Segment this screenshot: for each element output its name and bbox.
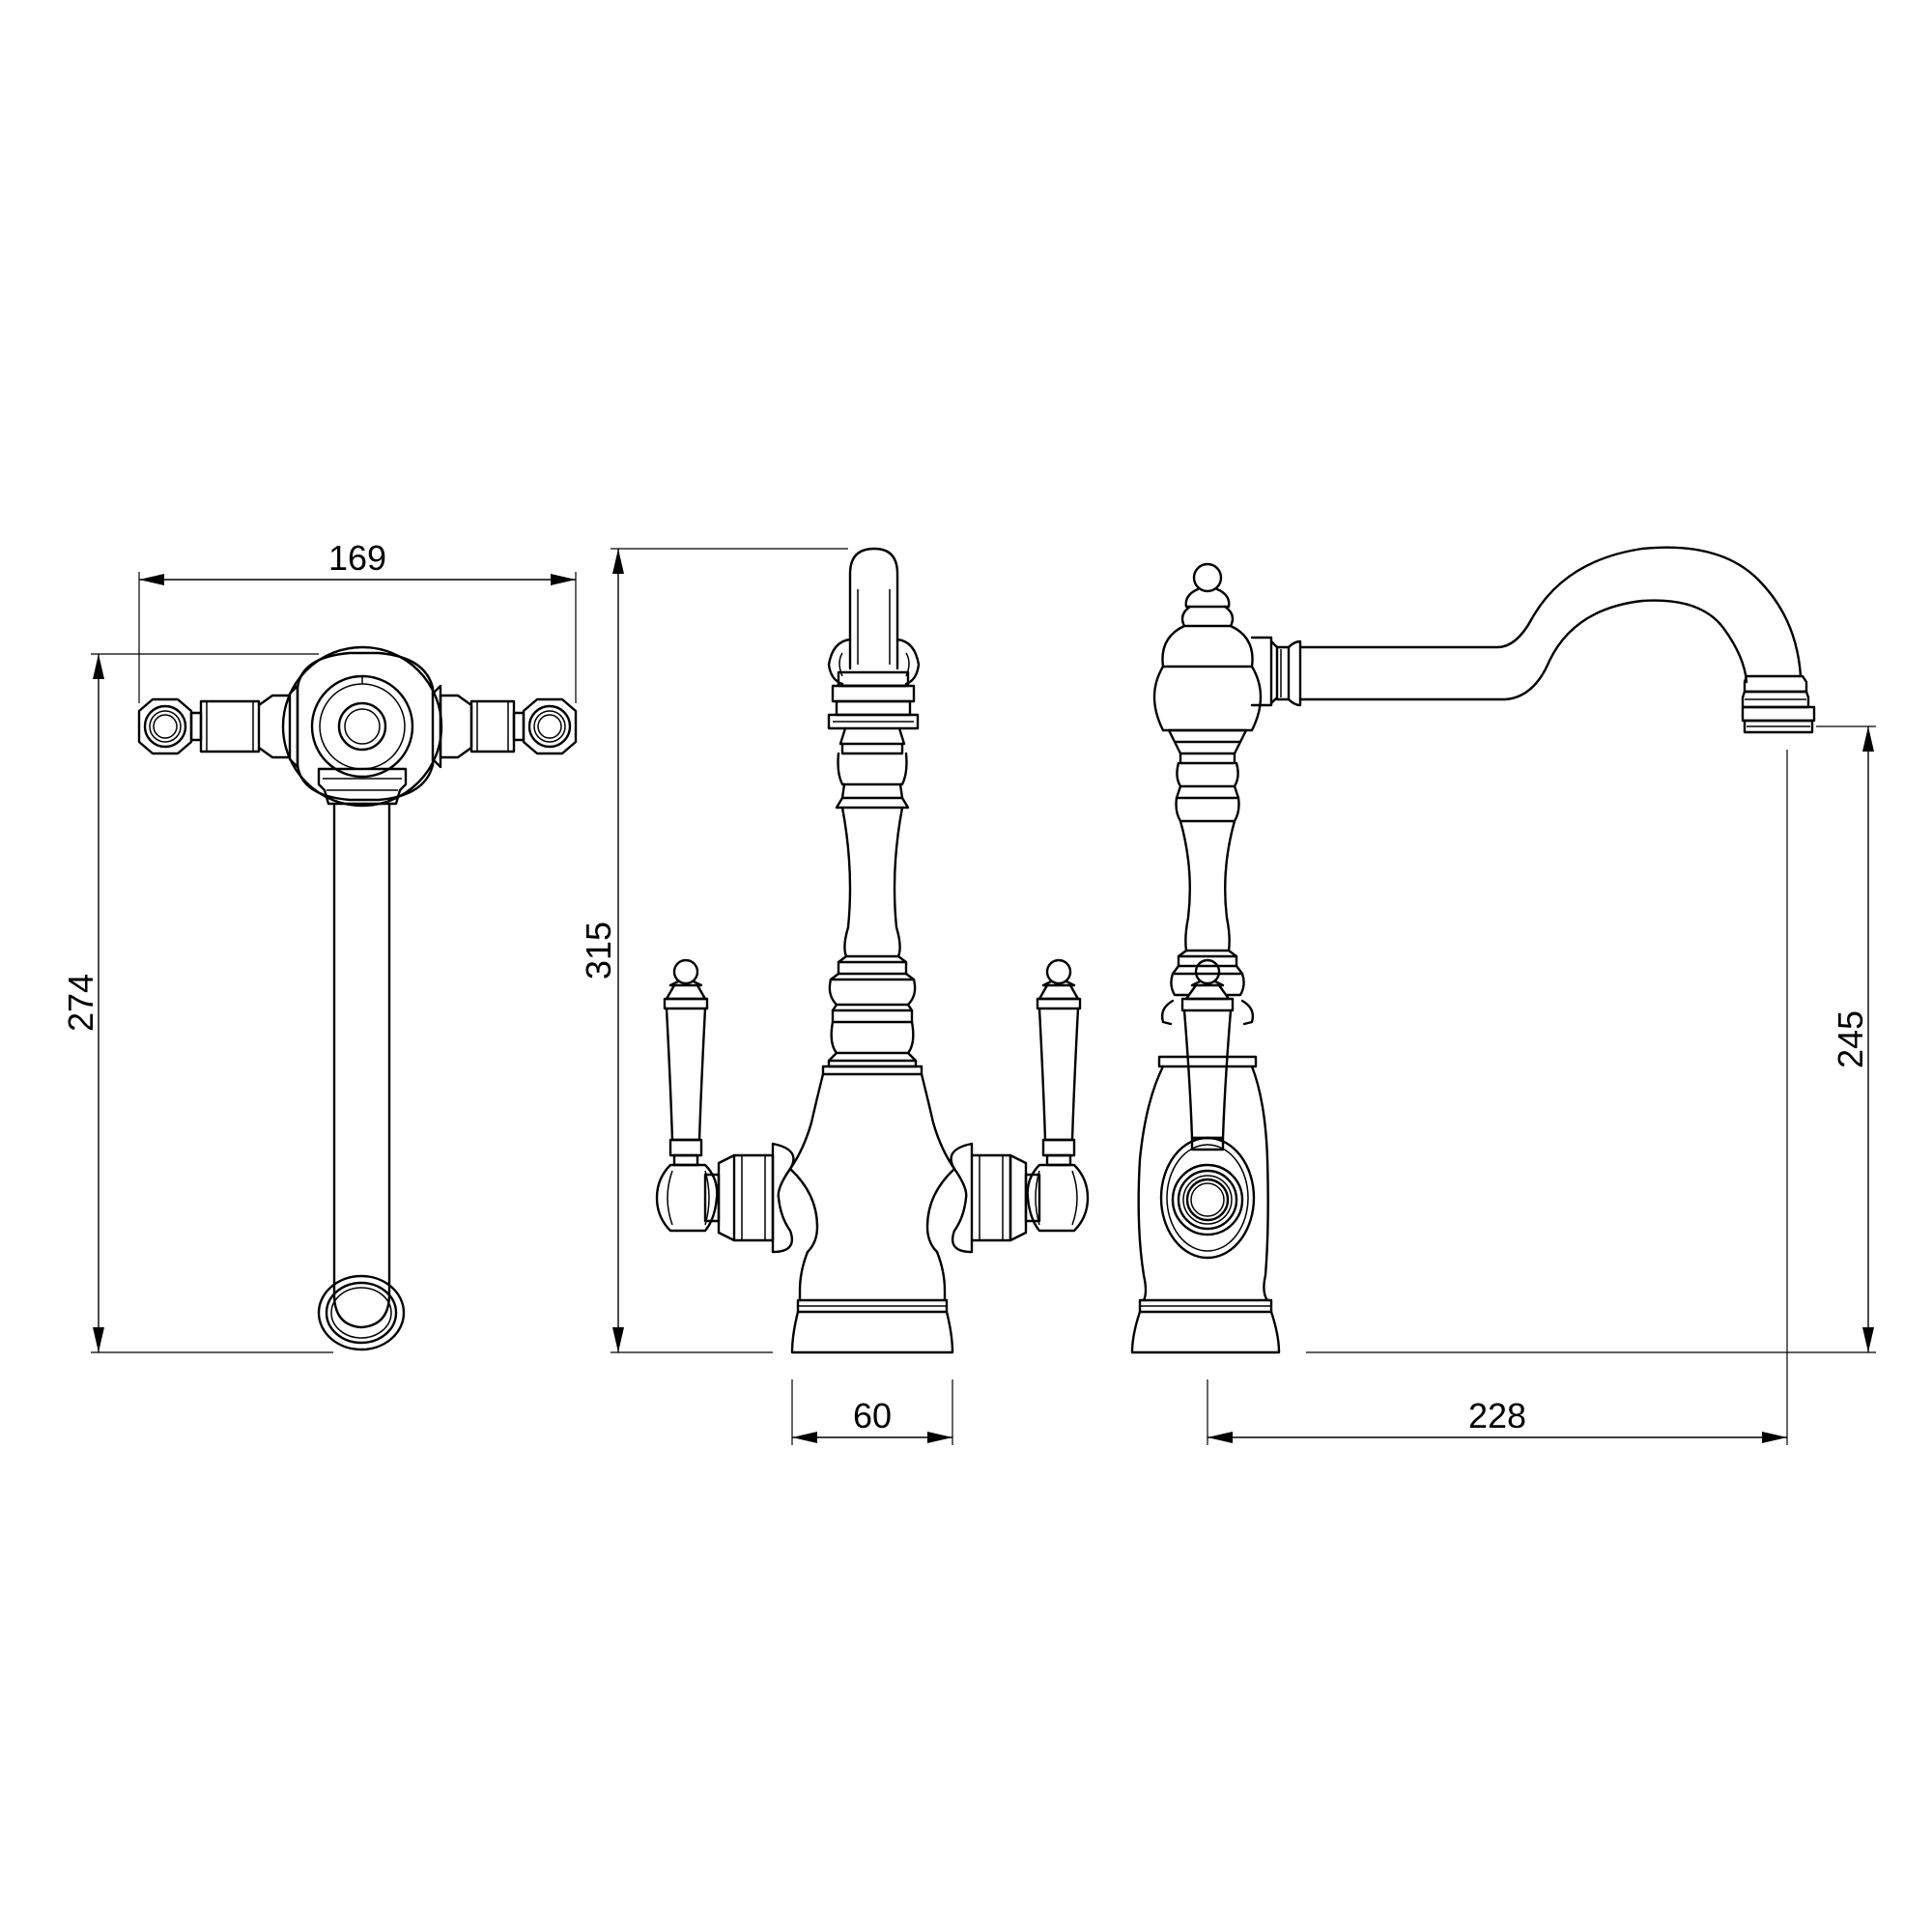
dimension-top-depth: 274	[61, 653, 333, 1353]
side-view-top-ball	[1152, 665, 1263, 744]
side-view-handle-socket	[1159, 1136, 1256, 1260]
front-view-body	[788, 1065, 956, 1354]
top-view-right-knob	[522, 697, 578, 755]
dimension-label-overall-height: 315	[579, 922, 618, 980]
side-view-finial	[1161, 562, 1254, 668]
dimension-label-spout-height: 245	[1831, 1010, 1870, 1068]
dimension-label-spout-reach: 228	[1468, 1396, 1526, 1435]
dimension-label-top-width: 169	[328, 538, 386, 578]
front-view-left-handle	[655, 1142, 795, 1254]
dimension-spout-height: 245	[1306, 725, 1876, 1353]
dimension-top-width: 169	[138, 538, 577, 703]
side-view-body	[1130, 1055, 1281, 1354]
side-view: 245 228	[1130, 546, 1876, 1445]
side-view-column	[1170, 740, 1245, 997]
dimension-base-diameter: 60	[791, 1379, 953, 1445]
front-view: 315 60	[579, 547, 1090, 1445]
top-view-left-knob	[137, 697, 193, 755]
dimension-label-base-diameter: 60	[853, 1396, 892, 1435]
dimension-label-top-depth: 274	[61, 974, 100, 1032]
side-view-aerator	[1741, 674, 1816, 734]
top-view-central-hub	[281, 645, 443, 808]
dimension-spout-reach: 228	[1207, 750, 1788, 1445]
top-view-spout	[317, 802, 406, 1351]
front-view-right-handle	[950, 1142, 1090, 1254]
top-view: 169 274	[61, 538, 578, 1353]
top-view-right-shank	[431, 684, 526, 769]
front-view-right-lever	[1036, 958, 1082, 1167]
top-view-spout-collar	[317, 767, 408, 806]
front-view-column	[827, 726, 918, 1068]
dimension-overall-height: 315	[579, 548, 848, 1353]
front-view-left-lever	[663, 958, 709, 1167]
side-view-lever	[1160, 958, 1255, 1151]
front-view-spout-rings	[827, 670, 920, 730]
side-view-spout	[1250, 546, 1803, 707]
top-view-left-shank	[189, 684, 299, 769]
front-view-spout-tip	[827, 547, 921, 686]
